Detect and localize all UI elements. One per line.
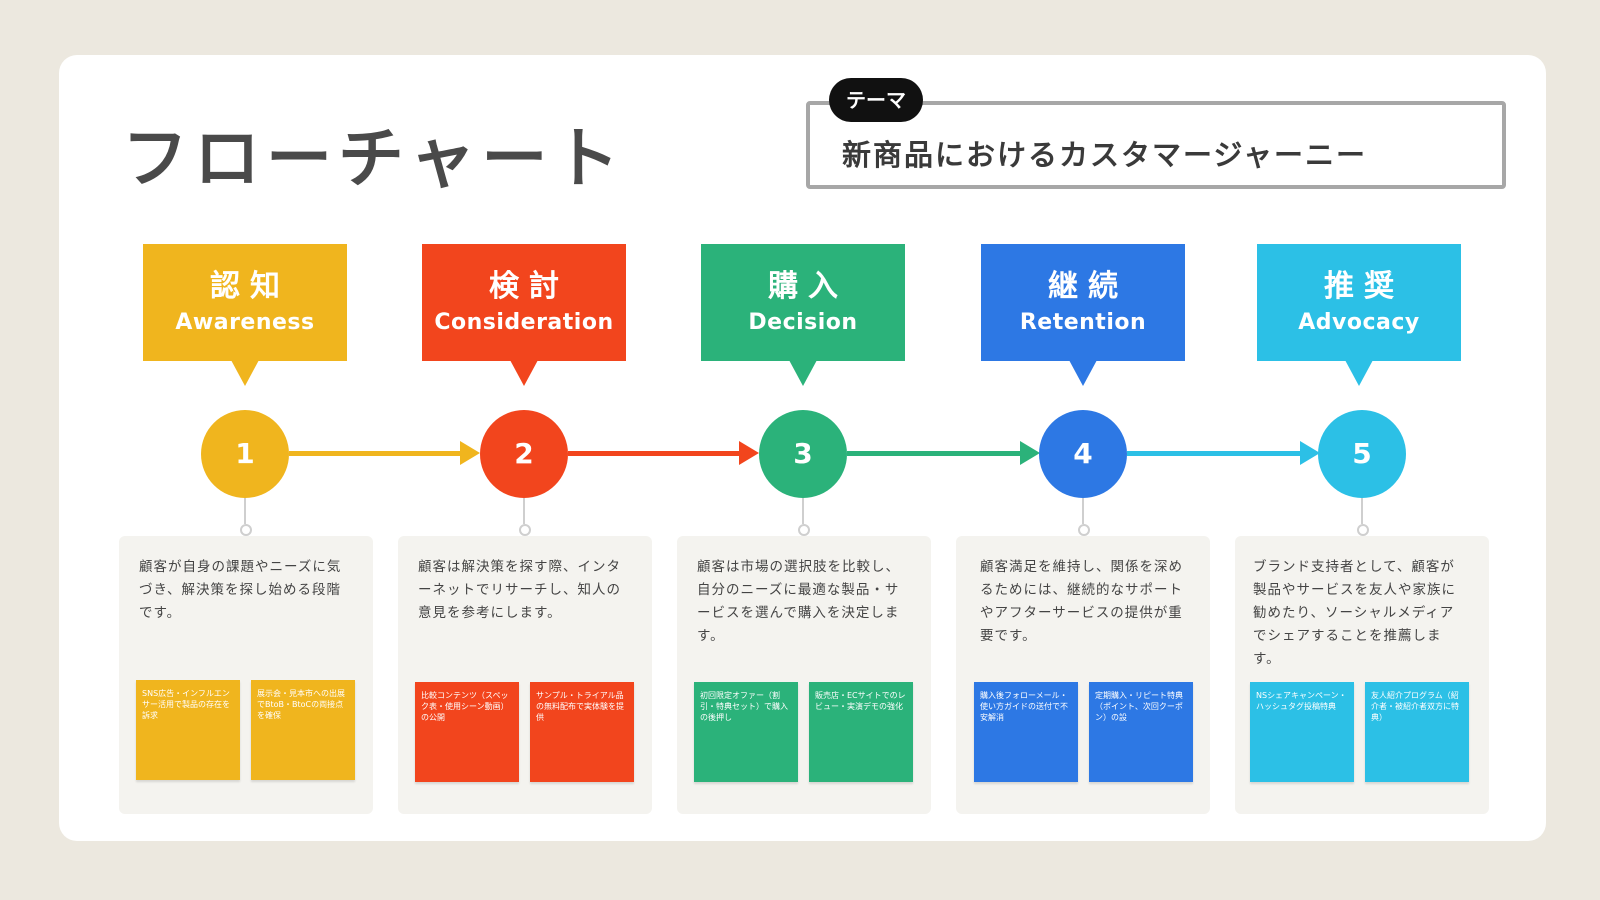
stage-header-decision: 購入 Decision bbox=[701, 244, 905, 361]
stage-title-ja: 購入 bbox=[768, 269, 848, 304]
sticky-note: 友人紹介プログラム（紹介者・被紹介者双方に特典） bbox=[1365, 682, 1469, 782]
stage-header-retention: 継続 Retention bbox=[981, 244, 1185, 361]
connector-dot bbox=[240, 524, 252, 536]
arrow-head-icon bbox=[1020, 441, 1040, 465]
step-circle-1: 1 bbox=[201, 410, 289, 498]
sticky-note: SNS広告・インフルエンサー活用で製品の存在を訴求 bbox=[136, 680, 240, 780]
stage-pointer bbox=[789, 360, 817, 386]
step-circle-2: 2 bbox=[480, 410, 568, 498]
flow-arrow-3-4 bbox=[847, 451, 1021, 456]
arrow-head-icon bbox=[739, 441, 759, 465]
stage-title-ja: 検討 bbox=[489, 269, 569, 304]
connector-line bbox=[1361, 498, 1363, 524]
stage-title-en: Decision bbox=[748, 310, 858, 335]
stage-header-consideration: 検討 Consideration bbox=[422, 244, 626, 361]
connector-line bbox=[802, 498, 804, 524]
connector-line bbox=[1082, 498, 1084, 524]
stage-description: 顧客満足を維持し、関係を深めるためには、継続的なサポートやアフターサービスの提供… bbox=[980, 559, 1183, 644]
sticky-note: 展示会・見本市への出展でBtoB・BtoCの両接点を確保 bbox=[251, 680, 355, 780]
arrow-head-icon bbox=[1300, 441, 1320, 465]
stage-title-ja: 推奨 bbox=[1324, 269, 1404, 304]
connector-dot bbox=[1357, 524, 1369, 536]
step-circle-3: 3 bbox=[759, 410, 847, 498]
connector-dot bbox=[1078, 524, 1090, 536]
flow-arrow-1-2 bbox=[289, 451, 461, 456]
flow-arrow-4-5 bbox=[1127, 451, 1301, 456]
sticky-note: 初回限定オファー（割引・特典セット）で購入の後押し bbox=[694, 682, 798, 782]
stage-title-ja: 認知 bbox=[210, 269, 290, 304]
stage-pointer bbox=[1069, 360, 1097, 386]
theme-box bbox=[806, 101, 1506, 189]
sticky-note: NSシェアキャンペーン・ハッシュタグ投稿特典 bbox=[1250, 682, 1354, 782]
arrow-head-icon bbox=[460, 441, 480, 465]
connector-line bbox=[523, 498, 525, 524]
theme-tag: テーマ bbox=[829, 78, 923, 122]
connector-line bbox=[244, 498, 246, 524]
sticky-note: サンプル・トライアル品の無料配布で実体験を提供 bbox=[530, 682, 634, 782]
sticky-note: 購入後フォローメール・使い方ガイドの送付で不安解消 bbox=[974, 682, 1078, 782]
stage-title-en: Advocacy bbox=[1298, 310, 1420, 335]
stage-description: 顧客は市場の選択肢を比較し、自分のニーズに最適な製品・サービスを選んで購入を決定… bbox=[697, 559, 900, 644]
stage-description: 顧客は解決策を探す際、インターネットでリサーチし、知人の意見を参考にします。 bbox=[418, 559, 621, 621]
stage-title-en: Awareness bbox=[175, 310, 315, 335]
stage-title-en: Retention bbox=[1019, 310, 1147, 335]
stage-title-en: Consideration bbox=[434, 310, 614, 335]
sticky-note: 販売店・ECサイトでのレビュー・実演デモの強化 bbox=[809, 682, 913, 782]
sticky-note: 比較コンテンツ（スペック表・使用シーン動画）の公開 bbox=[415, 682, 519, 782]
stage-header-awareness: 認知 Awareness bbox=[143, 244, 347, 361]
theme-text: 新商品におけるカスタマージャーニー bbox=[842, 138, 1367, 172]
step-circle-5: 5 bbox=[1318, 410, 1406, 498]
page-title: フローチャート bbox=[122, 120, 626, 197]
step-circle-4: 4 bbox=[1039, 410, 1127, 498]
connector-dot bbox=[798, 524, 810, 536]
stage-pointer bbox=[510, 360, 538, 386]
stage-header-advocacy: 推奨 Advocacy bbox=[1257, 244, 1461, 361]
stage-description: ブランド支持者として、顧客が製品やサービスを友人や家族に勧めたり、ソーシャルメデ… bbox=[1253, 559, 1456, 667]
flow-arrow-2-3 bbox=[568, 451, 740, 456]
stage-title-ja: 継続 bbox=[1048, 269, 1128, 304]
stage-pointer bbox=[231, 360, 259, 386]
stage-description: 顧客が自身の課題やニーズに気づき、解決策を探し始める段階です。 bbox=[139, 559, 342, 621]
connector-dot bbox=[519, 524, 531, 536]
stage-pointer bbox=[1345, 360, 1373, 386]
sticky-note: 定期購入・リピート特典（ポイント、次回クーポン）の設 bbox=[1089, 682, 1193, 782]
